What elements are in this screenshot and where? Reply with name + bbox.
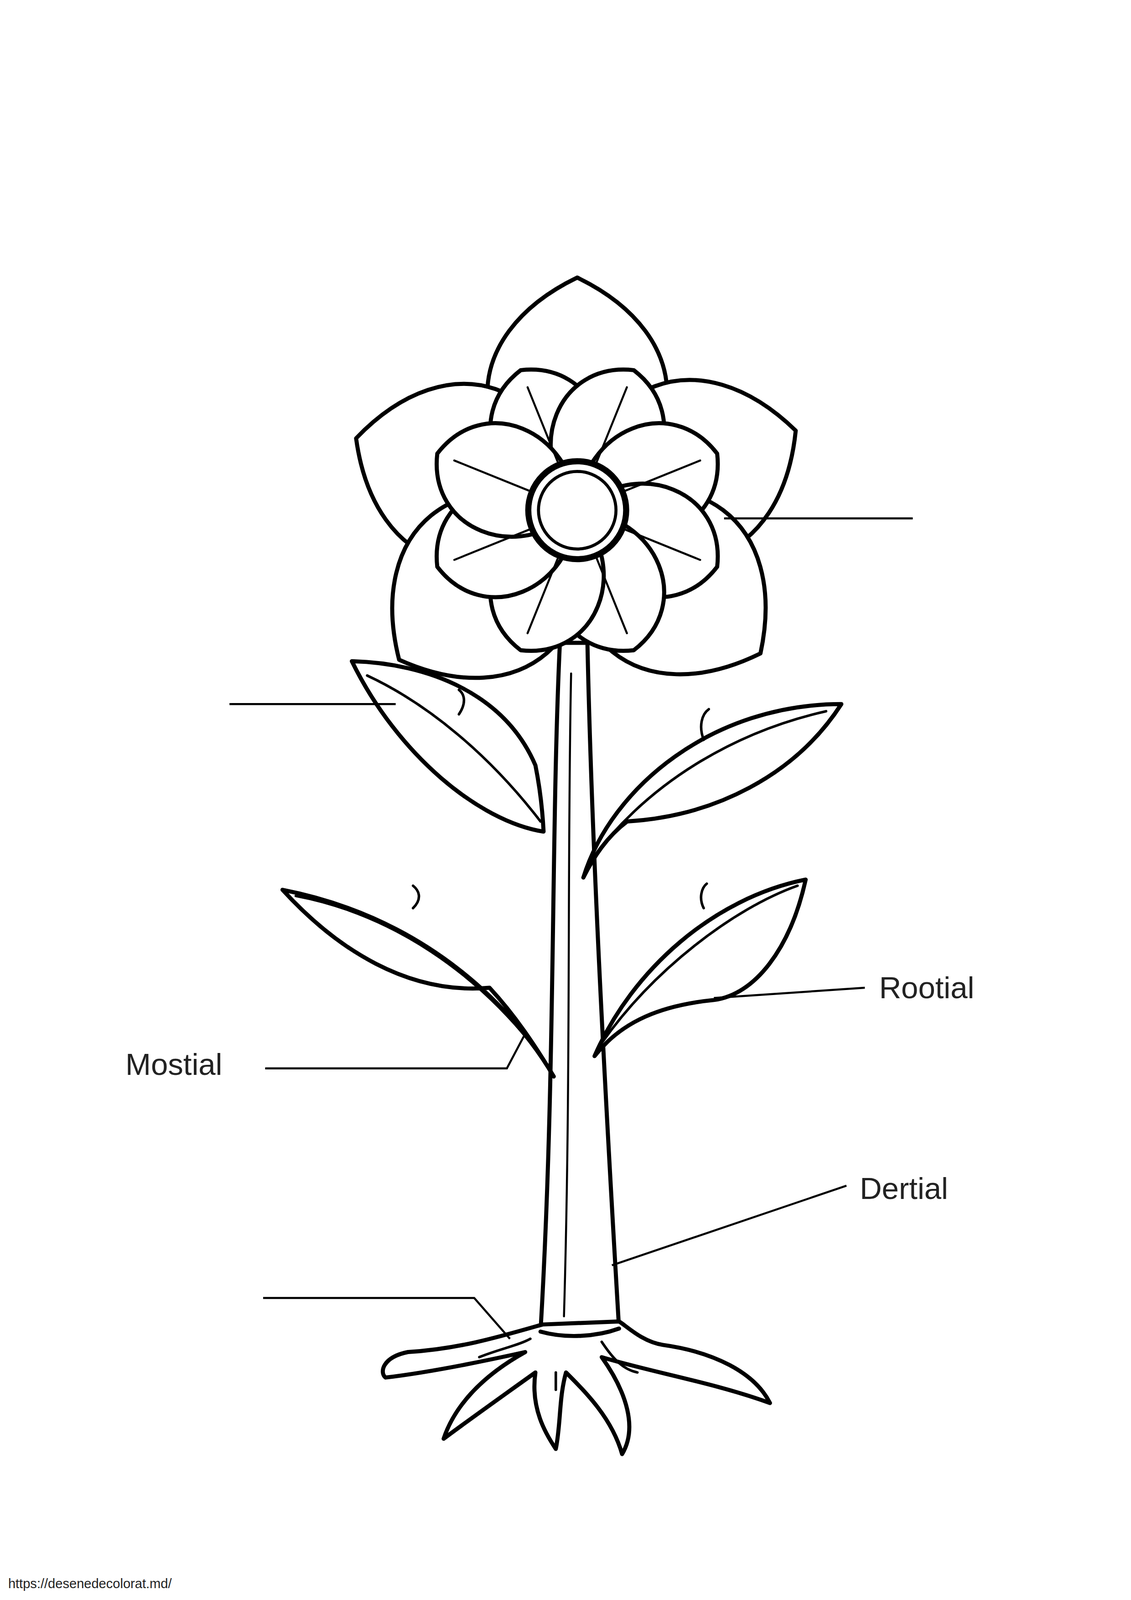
leaf-vein [295,885,550,1066]
part-label: Mostial [125,1047,223,1081]
leaf-vein [367,675,541,822]
leaf [594,879,806,1056]
leader-lines [229,518,913,1339]
leaf-vein [589,708,827,862]
front-petals [416,349,738,671]
source-url: https://desenedecolorat.md/ [8,1575,172,1591]
part-label: Rootial [879,970,975,1005]
leader-line [264,1033,525,1069]
stem [540,642,619,1332]
stem-vein [564,673,572,1316]
petal-veins [454,387,701,633]
leader-line [263,1297,510,1339]
stem-base [540,1328,619,1336]
leaf [352,660,544,832]
leader-line [229,702,396,705]
part-label: Dertial [859,1171,949,1205]
flower-centre-inner [538,471,617,549]
flower-centre [528,461,627,560]
back-petals [328,277,827,729]
leaf-vein [599,883,798,1046]
leaf [583,703,842,877]
leader-line [713,987,865,998]
root-detail [479,1338,638,1390]
leaf [282,889,554,1076]
leader-line [724,517,914,519]
leader-line [612,1185,847,1265]
root [382,1320,770,1454]
